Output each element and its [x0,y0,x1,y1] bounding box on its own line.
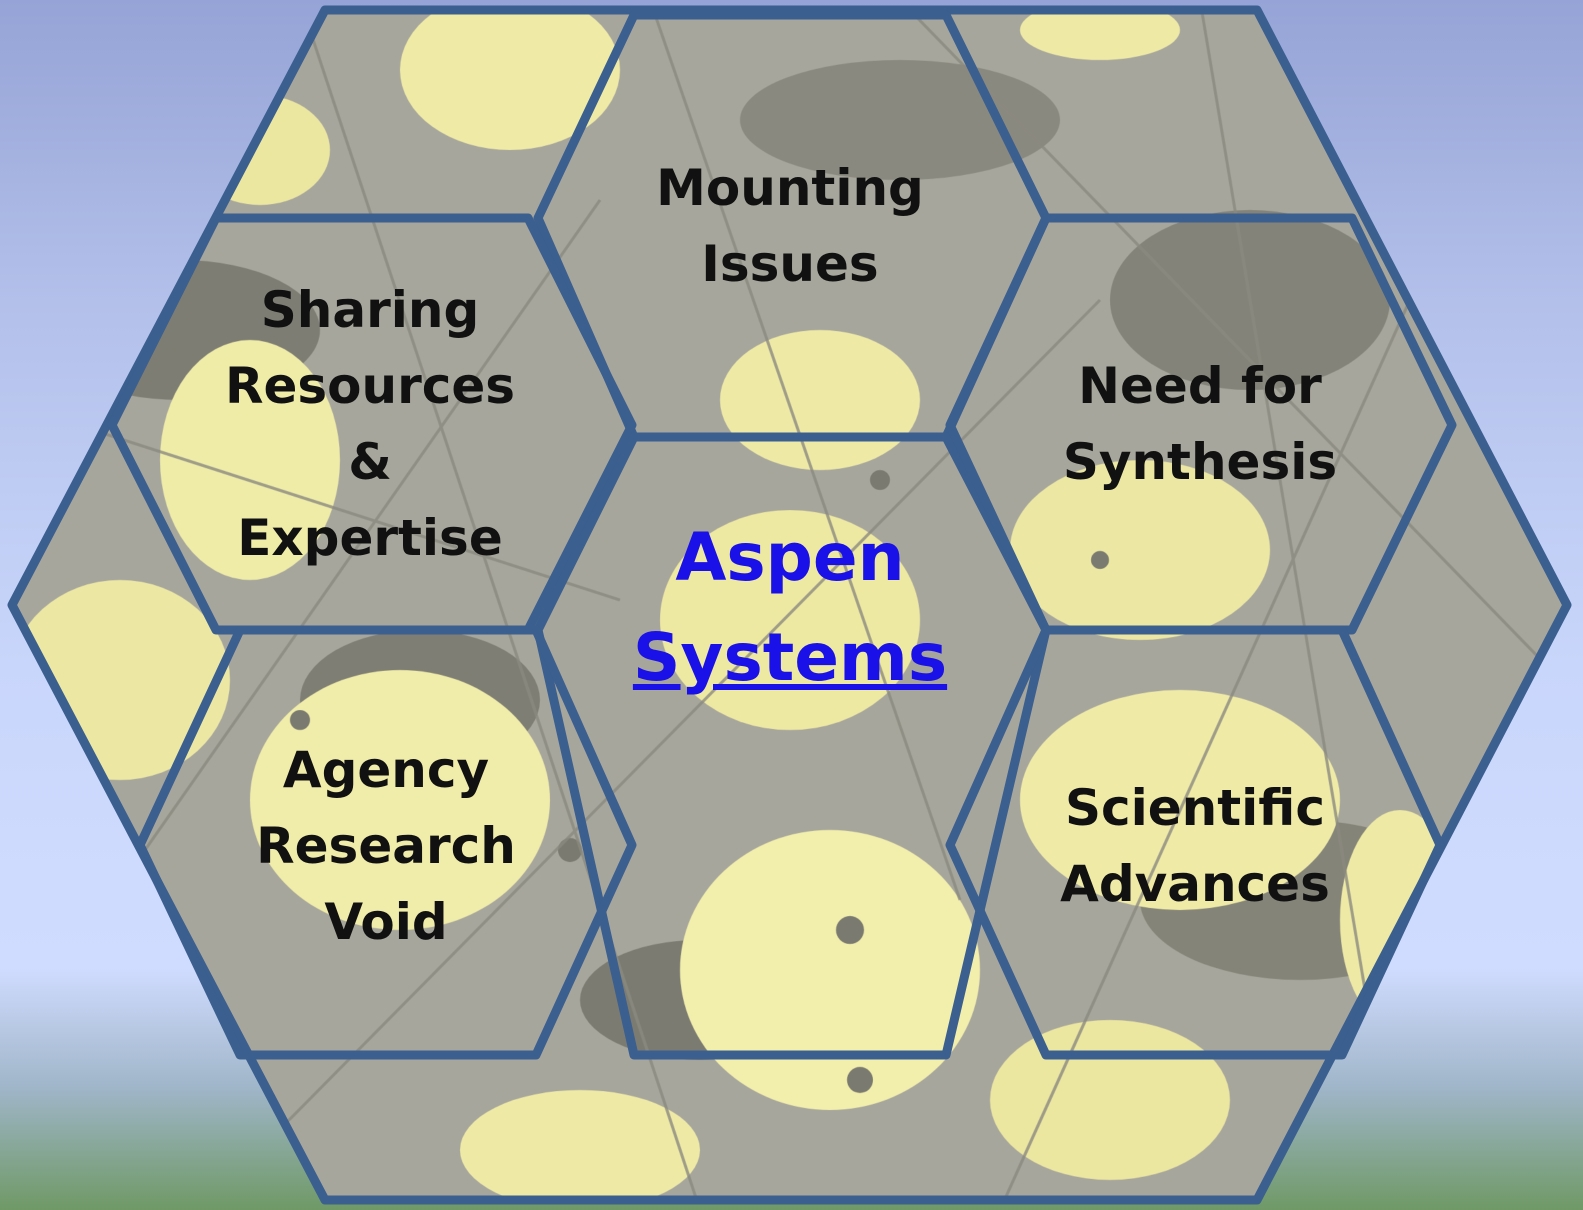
label-sharing-resources: Sharing Resources & Expertise [220,272,520,576]
text-line: Agency [282,741,490,799]
text-line: Sharing [260,281,480,339]
text-line: Advances [1060,855,1330,913]
center-title-line1: Aspen [675,519,905,596]
text-line: Void [324,893,448,951]
label-aspen-systems: Aspen Systems [620,508,960,708]
label-mounting-issues: Mounting Issues [640,150,940,302]
text-line: Issues [701,235,879,293]
text-line: Synthesis [1062,433,1338,491]
text-line: Expertise [237,509,503,567]
aspen-systems-link[interactable]: Systems [632,619,948,696]
text-line: Research [256,817,516,875]
text-line: Resources [224,357,516,415]
label-need-for-synthesis: Need for Synthesis [1050,348,1350,500]
hexagon-scientific-advances [945,625,1445,1060]
hexagon-agency-research-void [135,625,637,1060]
label-scientific-advances: Scientific Advances [1045,770,1345,922]
outer-hexagon [7,5,1572,1205]
hexagon-need-for-synthesis [945,213,1457,635]
text-line: Scientific [1064,779,1326,837]
text-line: & [348,433,392,491]
text-line: Need for [1078,357,1322,415]
label-agency-research-void: Agency Research Void [236,732,536,960]
text-line: Mounting [656,159,924,217]
